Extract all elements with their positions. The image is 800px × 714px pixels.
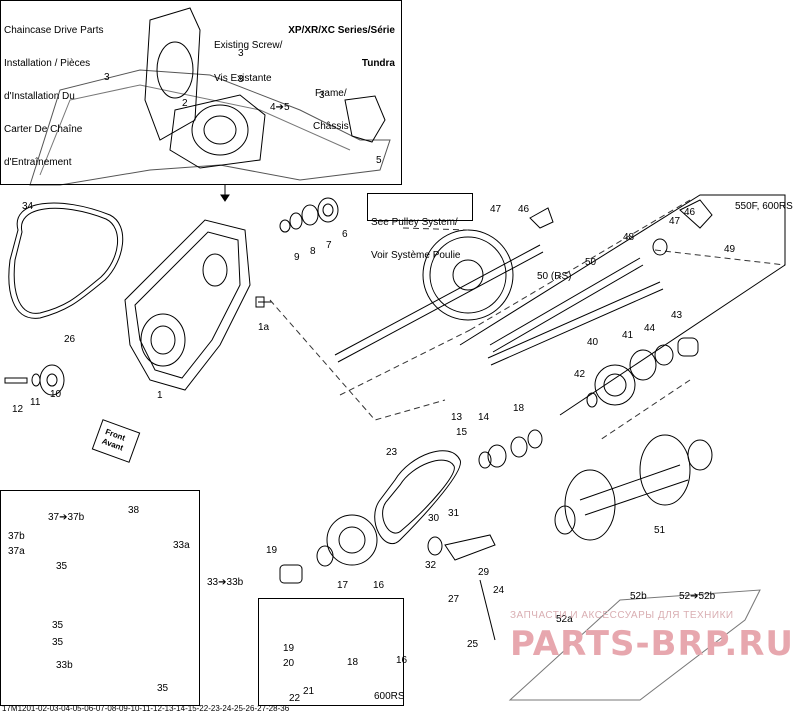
callout: 50 <box>585 257 597 268</box>
callout: 8 <box>310 246 316 257</box>
callout: 5 <box>376 155 382 166</box>
callout: 40 <box>587 337 599 348</box>
callout: 51 <box>654 525 666 536</box>
watermark-text: ЗАПЧАСТИ И АКСЕССУАРЫ ДЛЯ ТЕХНИКИ <box>510 610 734 621</box>
pulley-reference-text: See Pulley System/ Voir Système Poulie <box>371 217 461 261</box>
callout: 14 <box>478 412 490 423</box>
frame-label: Frame/ Châssis <box>313 88 349 132</box>
callout: 23 <box>386 447 398 458</box>
callout: 35 <box>56 561 68 572</box>
inset-bottom-left-frame <box>0 490 200 706</box>
callout: 47 <box>490 204 502 215</box>
callout: 35 <box>52 620 64 631</box>
callout: 2 <box>182 98 188 109</box>
callout: 1a <box>258 322 270 333</box>
callout: 38 <box>128 505 140 516</box>
callout: 37b <box>8 531 25 542</box>
inset-title: Chaincase Drive Parts Installation / Piè… <box>4 25 104 168</box>
callout: 33➔33b <box>207 577 244 588</box>
callout: 12 <box>12 404 24 415</box>
inset-600rs-frame <box>258 598 404 706</box>
callout: 50 (RS) <box>537 271 572 282</box>
callout: 34 <box>22 201 34 212</box>
callout: 3 <box>319 90 325 101</box>
callout: 17 <box>337 580 349 591</box>
callout: 37a <box>8 546 25 557</box>
callout: 42 <box>574 369 586 380</box>
callout: 16 <box>373 580 385 591</box>
callout: 15 <box>456 427 468 438</box>
callout: 29 <box>478 567 490 578</box>
callout: 16 <box>396 655 408 666</box>
callout: 46 <box>684 207 696 218</box>
callout: 32 <box>425 560 437 571</box>
callout: 35 <box>157 683 169 694</box>
callout: 52b <box>630 591 647 602</box>
callout: 47 <box>669 216 681 227</box>
callout: 26 <box>64 334 76 345</box>
callout: 33a <box>173 540 190 551</box>
callout: 4➔5 <box>270 102 290 113</box>
callout: 3 <box>238 48 244 59</box>
variant-label: 550F, 600RS <box>735 201 793 212</box>
callout: 31 <box>448 508 460 519</box>
callout: 18 <box>513 403 525 414</box>
callout: 24 <box>493 585 505 596</box>
callout: 19 <box>283 643 295 654</box>
callout: 27 <box>448 594 460 605</box>
pulley-reference-box <box>367 193 473 221</box>
callout: 18 <box>347 657 359 668</box>
callout: 22 <box>289 693 301 704</box>
callout: 25 <box>467 639 479 650</box>
callout: 37➔37b <box>48 512 85 523</box>
callout: 49 <box>724 244 736 255</box>
callout: 10 <box>50 389 62 400</box>
callout: 13 <box>451 412 463 423</box>
callout: 44 <box>644 323 656 334</box>
callout: 20 <box>283 658 295 669</box>
callout: 3 <box>104 72 110 83</box>
watermark-logo: PARTS-BRP.RU <box>510 624 795 664</box>
callout: 33b <box>56 660 73 671</box>
callout: 52➔52b <box>679 591 716 602</box>
part-code: 17M1201-02-03-04-05-06-07-08-09-10-11-12… <box>2 704 290 713</box>
callout: 7 <box>326 240 332 251</box>
callout: 48 <box>623 232 635 243</box>
series-label: XP/XR/XC Series/Série Tundra <box>288 25 395 69</box>
callout: 11 <box>30 397 41 408</box>
callout: 46 <box>518 204 530 215</box>
callout: 19 <box>266 545 278 556</box>
callout: 30 <box>428 513 440 524</box>
callout: 41 <box>622 330 634 341</box>
callout: 6 <box>342 229 348 240</box>
callout: 35 <box>52 637 64 648</box>
callout: 21 <box>303 686 315 697</box>
existing-screw-label: Existing Screw/ Vis Existante <box>214 40 283 84</box>
callout: 43 <box>671 310 683 321</box>
callout: 1 <box>157 390 163 401</box>
callout: 3 <box>238 74 244 85</box>
callout: 9 <box>294 252 300 263</box>
callout: 52a <box>556 614 573 625</box>
inset-top-frame <box>0 0 402 185</box>
variant-600rs-label: 600RS <box>374 691 405 702</box>
